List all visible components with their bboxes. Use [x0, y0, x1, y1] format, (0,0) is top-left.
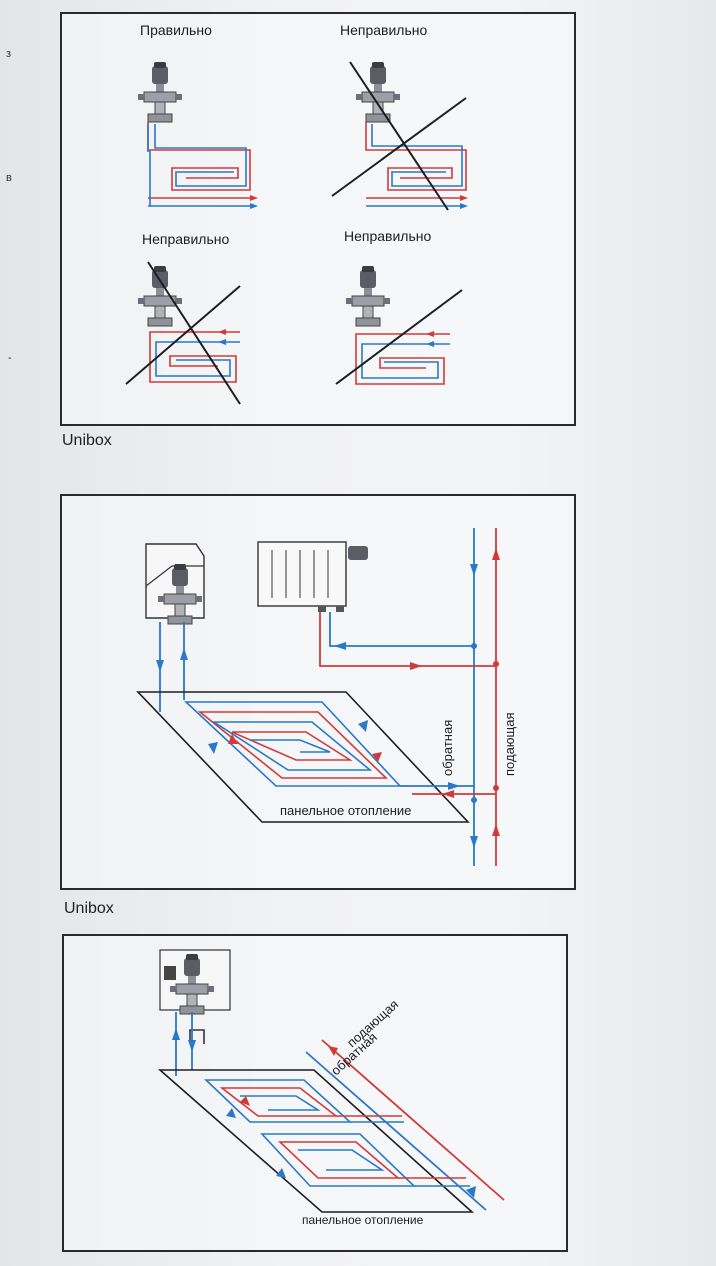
return-label-vertical: обратная	[440, 720, 455, 776]
edge-mark-3: -	[8, 352, 12, 364]
installation-variants-panel	[60, 12, 576, 426]
edge-mark-2: в	[6, 172, 12, 184]
wrong-label-bottom-left: Неправильно	[142, 231, 230, 247]
unibox-caption-1: Unibox	[62, 432, 112, 449]
cross-line-1	[349, 61, 449, 211]
cross-line-5	[335, 289, 463, 385]
wrong-label-top-right: Неправильно	[340, 22, 428, 38]
cross-line-3	[147, 261, 241, 405]
faucet-icon	[189, 1029, 205, 1044]
unibox-valve-icon	[159, 949, 231, 1015]
correct-label: Правильно	[140, 22, 212, 38]
floor-heating-label-2: панельное отопление	[302, 1213, 424, 1227]
radiator-icon	[257, 541, 368, 612]
floor-heating-label-1: панельное отопление	[280, 803, 411, 818]
floor-plate-2	[157, 1069, 475, 1213]
unibox-caption-2: Unibox	[64, 900, 114, 917]
unibox-floor-panel	[62, 934, 568, 1252]
supply-label-vertical: подающая	[502, 712, 517, 776]
unibox-cabinet	[145, 543, 205, 625]
edge-mark-1: з	[6, 48, 12, 60]
cross-line-4	[125, 285, 241, 385]
floor-plate	[136, 691, 470, 823]
cross-line-2	[331, 97, 467, 197]
wrong-label-bottom-right: Неправильно	[344, 228, 432, 244]
